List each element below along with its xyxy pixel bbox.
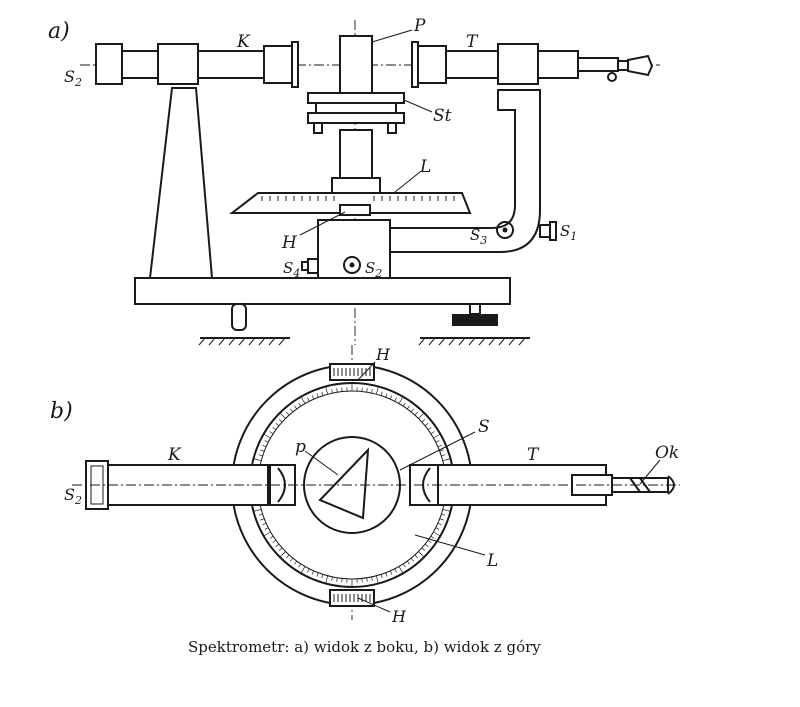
collimator-tube-right: [198, 51, 264, 78]
top-view: b): [50, 345, 680, 626]
label-s1: S1: [560, 222, 577, 243]
s4-screw-head: [302, 262, 308, 270]
vernier-h-top: [330, 364, 374, 380]
telescope-clamp: [498, 44, 538, 84]
label-l: L: [419, 157, 431, 177]
label-s4: S4: [283, 259, 300, 280]
base-plate: [135, 278, 510, 304]
eyepiece-screw: [608, 73, 616, 81]
label-s2-top: S2: [64, 485, 82, 507]
panel-a-label: a): [48, 19, 70, 44]
telescope-arm: [390, 90, 540, 252]
leader-st: [404, 100, 432, 112]
label-l-top: L: [486, 551, 498, 571]
right-foot-screw: [452, 314, 498, 326]
label-h-bottom: H: [391, 607, 407, 626]
s2-screw-dot: [350, 263, 355, 268]
collimator-lens-housing: [264, 46, 292, 83]
s3-screw-dot: [503, 228, 508, 233]
leader-l: [395, 172, 420, 192]
telescope-tube: [446, 51, 498, 78]
leveling-screw-right: [388, 123, 396, 133]
prism-table-bottom: [308, 113, 404, 123]
collimator-lens-rim: [292, 42, 298, 87]
label-s: S: [478, 417, 490, 437]
label-k-top: K: [167, 445, 182, 465]
telescope-lens-housing: [418, 46, 446, 83]
label-t: T: [466, 32, 479, 52]
label-s2-slit: S2: [64, 67, 82, 89]
left-ground-hatch: [199, 338, 285, 345]
label-p-small: p: [295, 437, 306, 457]
collimator-clamp: [158, 44, 198, 84]
collimator-pillar: [150, 88, 212, 278]
right-ground-hatch: [419, 338, 525, 345]
table-shaft: [340, 130, 372, 178]
s1-screw-head: [550, 222, 556, 240]
eyepiece-tube: [578, 58, 618, 71]
shaft-collar: [332, 178, 380, 193]
figure-caption: Spektrometr: a) widok z boku, b) widok z…: [188, 638, 541, 656]
label-k: K: [236, 32, 251, 52]
prism-side: [340, 36, 372, 93]
label-h: H: [281, 233, 298, 253]
right-foot-stem: [470, 304, 480, 314]
panel-b-label: b): [50, 399, 73, 424]
side-view: a): [48, 16, 660, 345]
eyepiece-cap: [628, 56, 652, 75]
eyepiece-ring: [618, 61, 628, 70]
left-foot: [232, 304, 246, 330]
collimator-slit-housing: [96, 44, 122, 84]
leader-p: [372, 30, 412, 42]
label-p: P: [413, 16, 426, 36]
s1-screw: [540, 225, 550, 237]
prism-table-top: [308, 93, 404, 103]
label-t-top: T: [527, 445, 540, 465]
vernier-h-side: [340, 205, 370, 215]
s4-screw: [308, 259, 318, 273]
label-st: St: [433, 106, 452, 126]
prism-table-mid: [316, 103, 396, 113]
leveling-screw-left: [314, 123, 322, 133]
label-h-top: H: [375, 345, 391, 364]
vernier-h-bottom: [330, 590, 374, 606]
label-ok: Ok: [655, 443, 679, 463]
telescope-tube-rear: [538, 51, 578, 78]
collimator-tube-left: [122, 51, 158, 78]
